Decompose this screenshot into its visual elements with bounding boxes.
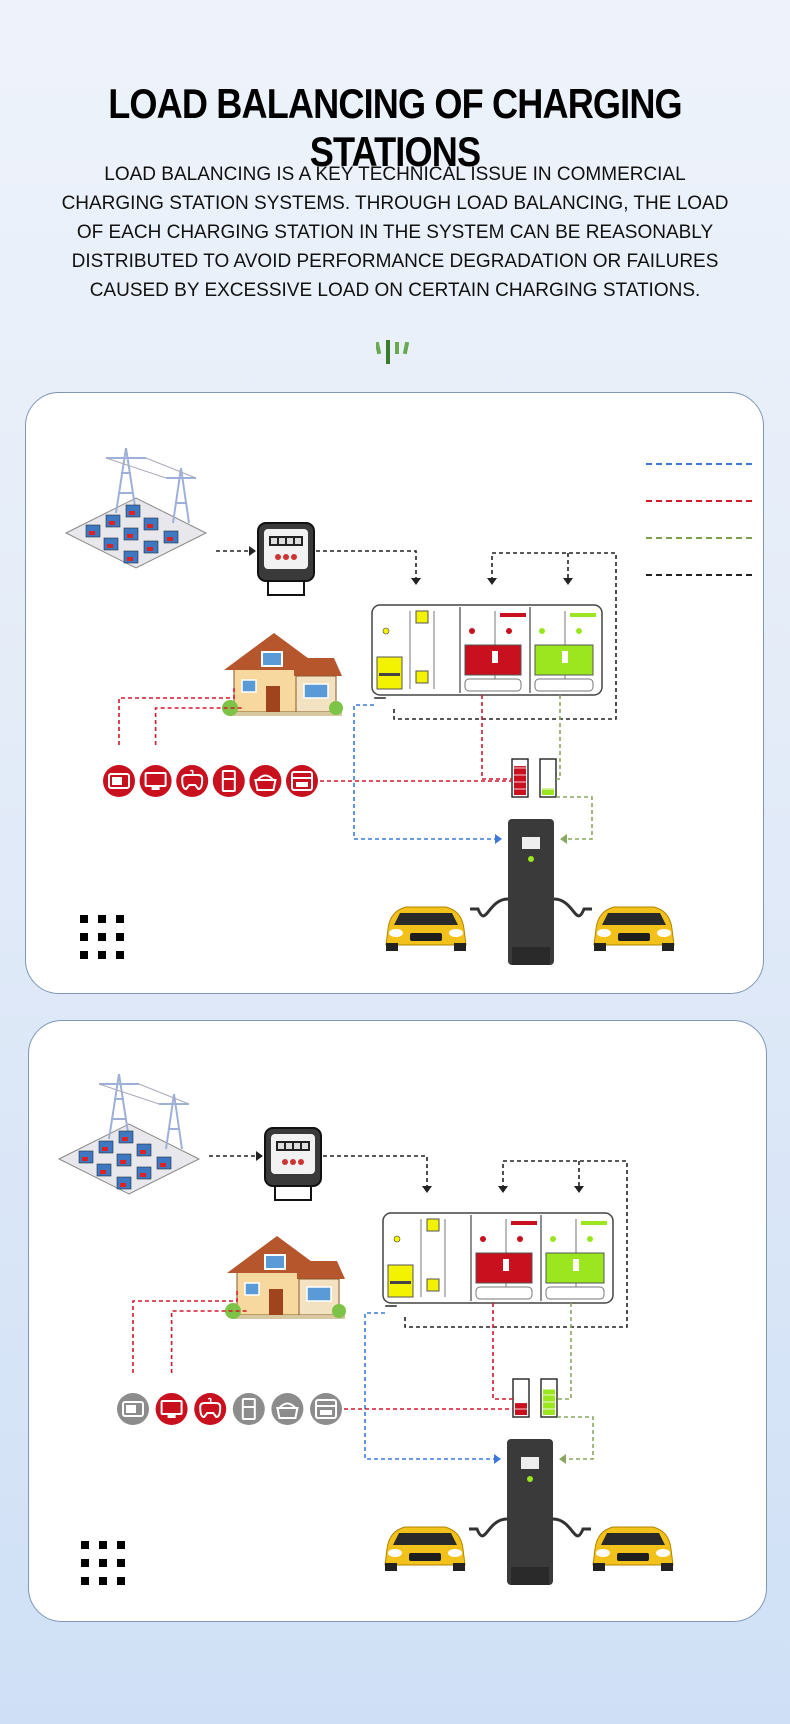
house-feed-line: [118, 686, 235, 745]
ct-label: [374, 697, 386, 699]
home-circuit-line: [492, 1303, 513, 1400]
arrow-head-icon: [498, 1186, 508, 1193]
appliance-4: [212, 765, 245, 797]
distribution-board-icon: [382, 1212, 614, 1304]
microwave-icon: [108, 773, 130, 789]
car-right-icon: [593, 906, 675, 951]
arrow-head-icon: [494, 1454, 501, 1464]
arrow-head-icon: [560, 834, 567, 844]
legend-line: [646, 574, 752, 576]
diagram-panel-2: [28, 1020, 767, 1622]
ev-circuit-line: [556, 695, 561, 780]
ev-to-charger-line: [556, 796, 593, 840]
diagram-panel-1: [25, 392, 764, 994]
game-controller-icon: [181, 769, 204, 791]
power-station-icon: [64, 447, 208, 569]
leaf-decoration-icon: [376, 340, 410, 364]
page-title: LOAD BALANCING OF CHARGING STATIONS: [108, 80, 682, 175]
home-circuit-line: [481, 695, 512, 780]
ev-to-charger-line: [557, 1416, 594, 1460]
ev-load-indicator: [540, 1378, 558, 1418]
microwave-icon: [122, 1401, 144, 1417]
dot-grid-icon: [80, 915, 124, 959]
arrow-head-icon: [256, 1151, 263, 1161]
car-left-icon: [385, 906, 467, 951]
ct-sense-line: [353, 704, 500, 840]
legend-line: [646, 500, 752, 502]
oven-icon: [315, 1399, 337, 1419]
meter-to-main-line: [316, 550, 417, 583]
feed-loop-line: [393, 552, 617, 720]
car-left-icon: [384, 1526, 466, 1571]
diagram-canvas: [64, 447, 675, 965]
car-right-icon: [592, 1526, 674, 1571]
legend: [646, 443, 752, 583]
intro-paragraph: LOAD BALANCING IS A KEY TECHNICAL ISSUE …: [61, 164, 729, 301]
power-station-icon: [57, 1073, 201, 1195]
house-feed-line-2: [170, 1310, 247, 1373]
game-controller-icon: [199, 1397, 222, 1419]
house-icon: [222, 633, 343, 716]
arrow-head-icon: [411, 578, 421, 585]
legend-line: [646, 537, 752, 539]
oven-icon: [291, 771, 313, 791]
distribution-board-icon: [371, 604, 603, 696]
rice-cooker-icon: [276, 1402, 299, 1419]
ct-label: [385, 1305, 397, 1307]
house-icon: [225, 1236, 346, 1319]
monitor-icon: [160, 1400, 183, 1418]
ev-load-indicator: [539, 758, 557, 798]
home-load-indicator: [511, 758, 529, 798]
arrow-head-icon: [422, 1186, 432, 1193]
power-meter-icon: [257, 522, 315, 596]
house-feed-line-2: [154, 707, 244, 745]
arrow-head-icon: [574, 1186, 584, 1193]
ev-circuit-line: [557, 1303, 572, 1400]
arrow-head-icon: [249, 546, 256, 556]
arrow-head-icon: [487, 578, 497, 585]
ev-charger-icon: [469, 1439, 591, 1585]
arrow-head-icon: [559, 1454, 566, 1464]
arrow-head-icon: [495, 834, 502, 844]
ct-sense-line: [364, 1312, 499, 1460]
appliance-2: [139, 765, 172, 797]
monitor-icon: [144, 772, 167, 790]
power-meter-icon: [264, 1127, 322, 1201]
appliance-2: [155, 1393, 188, 1425]
meter-to-main-line: [323, 1155, 428, 1191]
refrigerator-icon: [241, 1398, 256, 1420]
legend-line: [646, 463, 752, 465]
arrow-head-icon: [563, 578, 573, 585]
rice-cooker-icon: [254, 774, 277, 791]
home-load-indicator: [512, 1378, 530, 1418]
house-feed-line: [132, 1289, 238, 1373]
appliance-4: [232, 1393, 265, 1425]
ev-charger-icon: [470, 819, 592, 965]
appliance-6: [310, 1393, 342, 1425]
feed-loop-line: [404, 1160, 628, 1328]
diagram-canvas: [57, 1073, 674, 1585]
appliance-6: [286, 765, 318, 797]
dot-grid-icon: [81, 1541, 125, 1585]
refrigerator-icon: [221, 770, 236, 792]
